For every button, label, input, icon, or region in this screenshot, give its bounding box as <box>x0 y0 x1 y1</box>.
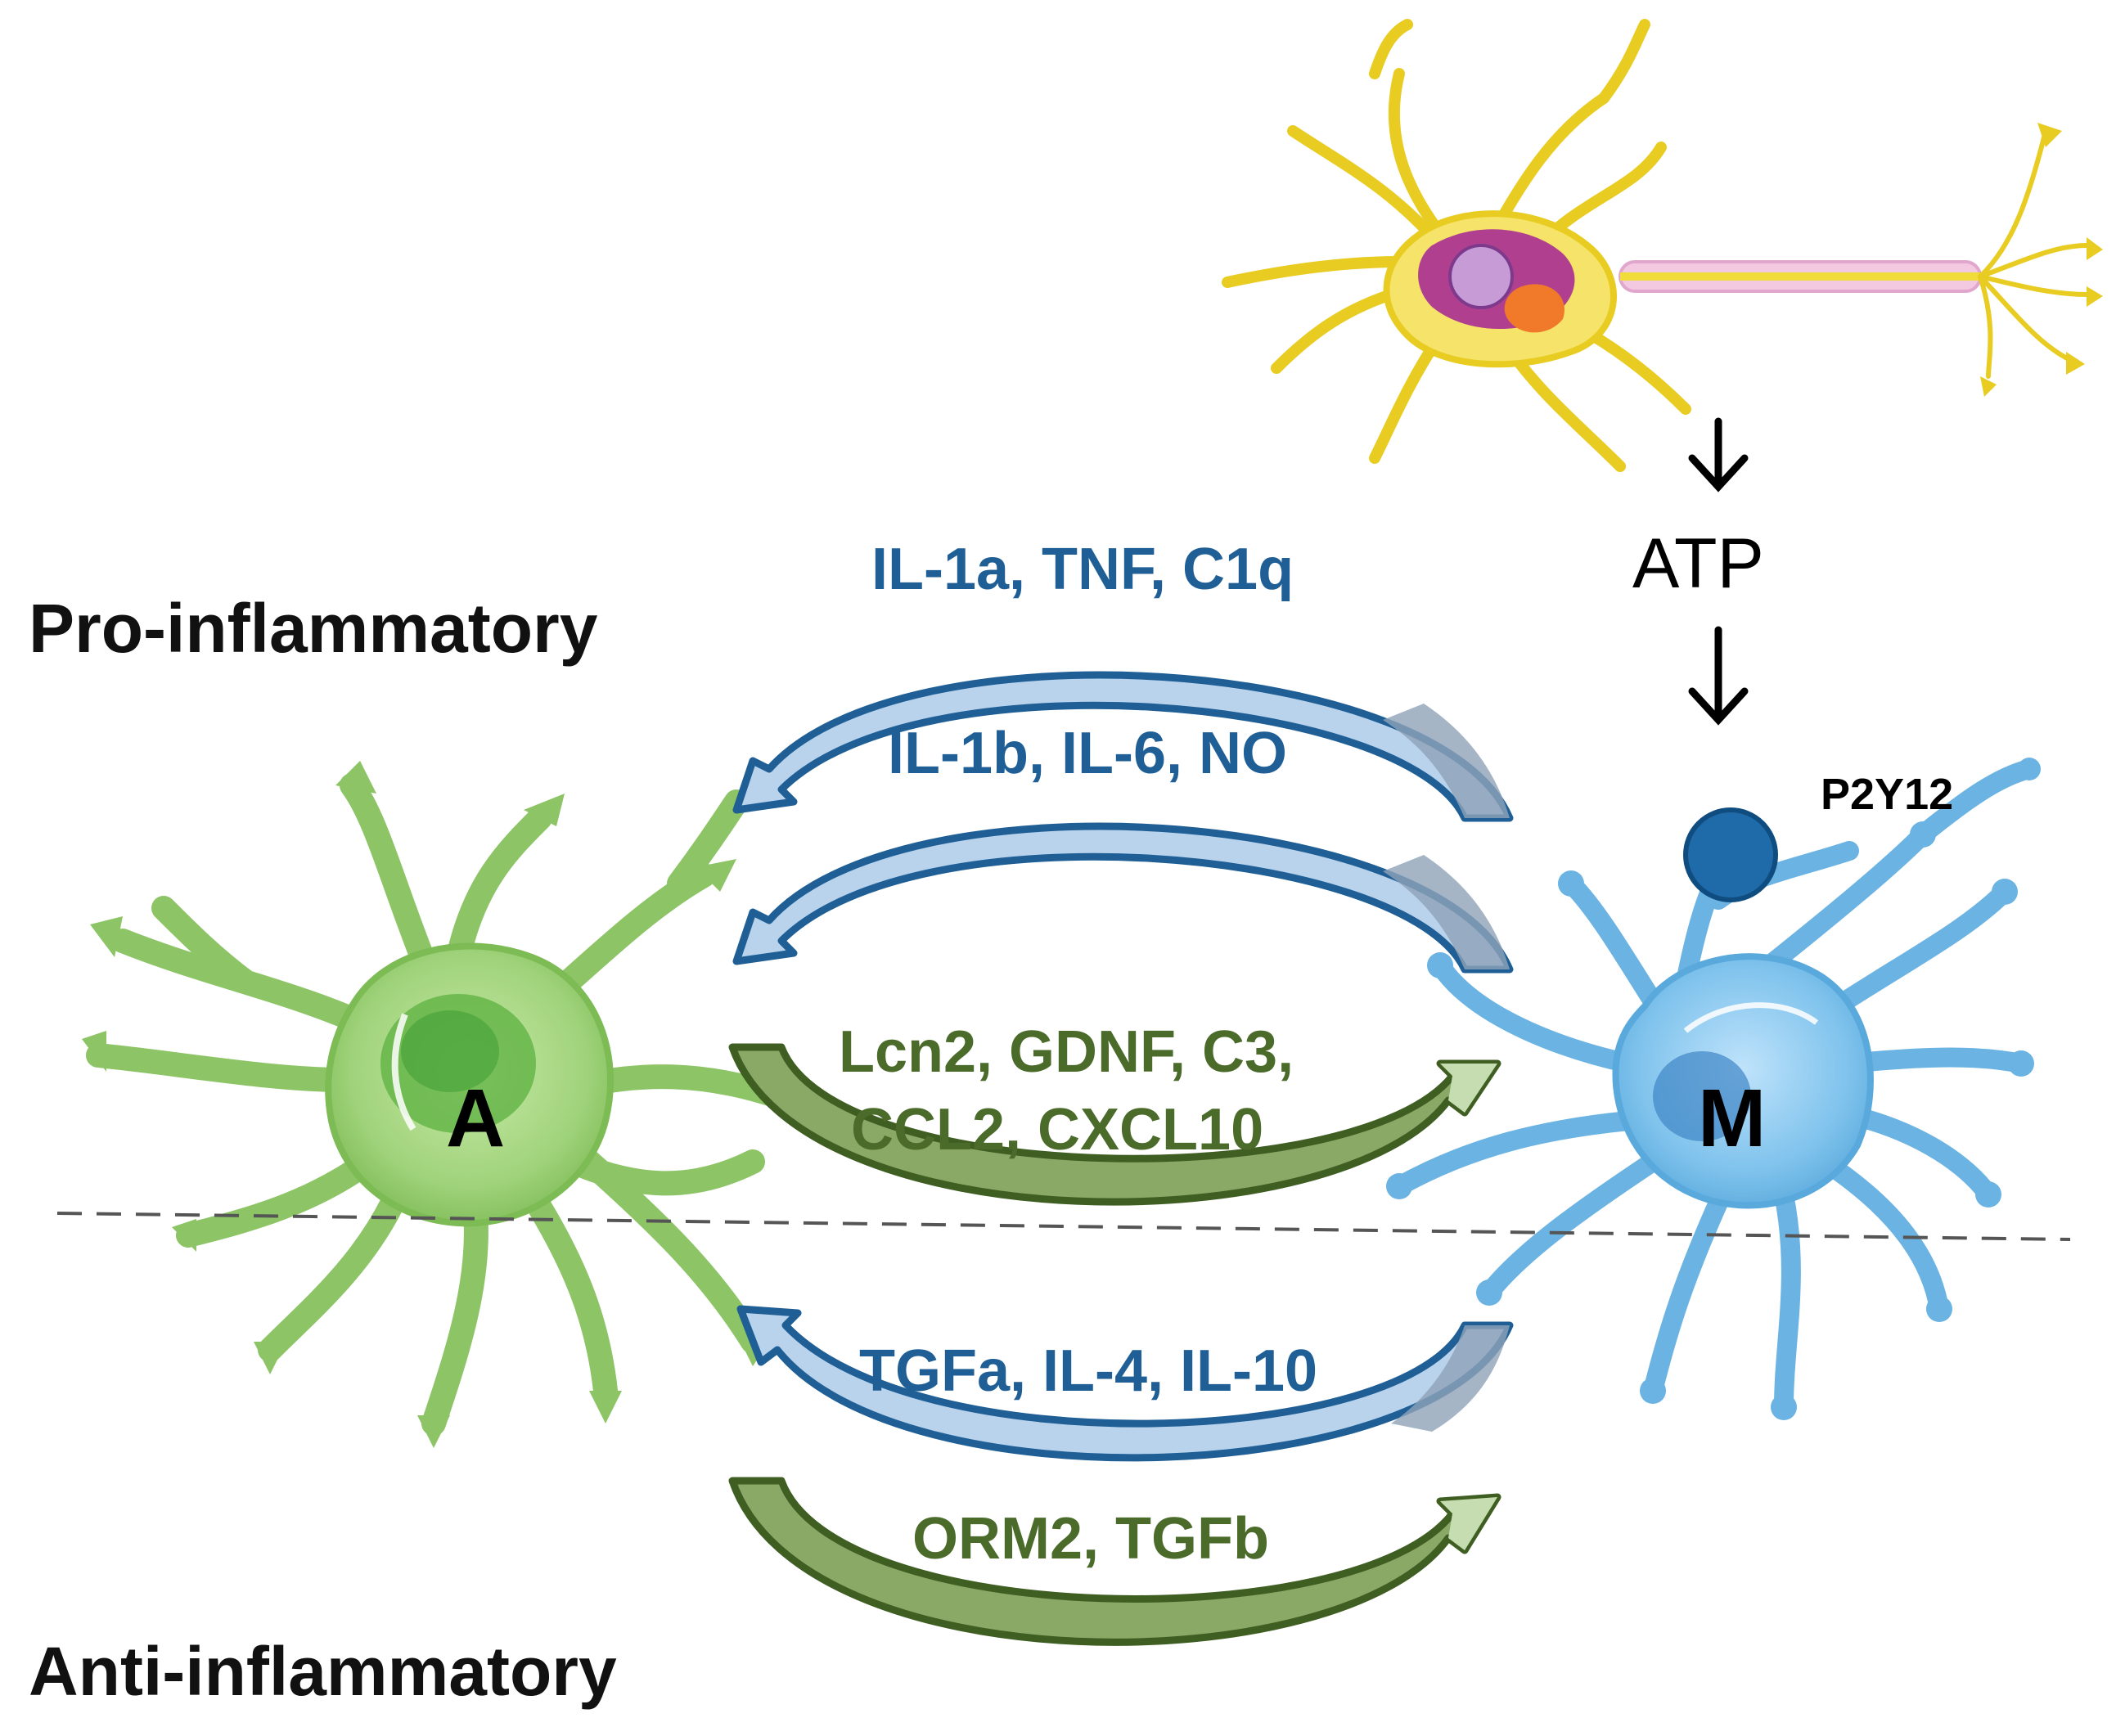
neuron <box>1222 19 2103 472</box>
signal-tgfa-il4-il10: TGFa, IL-4, IL-10 <box>859 1338 1318 1404</box>
signal-lcn2-gdnf-c3: Lcn2, GDNF, C3, <box>839 1019 1294 1085</box>
signal-orm2-tgfb: ORM2, TGFb <box>912 1506 1269 1572</box>
arrow-m-to-a-pro-2 <box>732 822 1514 974</box>
astrocyte-cell <box>82 761 802 1448</box>
atp-arrows <box>1688 417 1749 726</box>
arrow-a-to-m-pro <box>728 1043 1501 1206</box>
signal-ccl2-cxcl10: CCL2, CXCL10 <box>851 1097 1264 1163</box>
p2y12-label: P2Y12 <box>1821 770 1954 819</box>
arrow-a-to-m-anti <box>728 1477 1501 1646</box>
axon-terminals <box>1978 128 2089 379</box>
arrow-m-to-a-pro-1 <box>732 671 1514 822</box>
arrow-m-to-a-anti <box>736 1305 1514 1462</box>
pro-inflammatory-label: Pro-inflammatory <box>29 590 598 667</box>
signal-il1b-il6-no: IL-1b, IL-6, NO <box>888 721 1288 786</box>
astrocyte-label: A <box>446 1073 506 1164</box>
p2y12-receptor <box>1683 807 1778 902</box>
signal-il1a-tnf-c1q: IL-1a, TNF, C1q <box>871 537 1294 602</box>
microglia-label: M <box>1698 1073 1767 1164</box>
anti-inflammatory-label: Anti-inflammatory <box>29 1633 617 1710</box>
atp-label: ATP <box>1632 524 1764 603</box>
divider-line <box>56 1212 2071 1241</box>
